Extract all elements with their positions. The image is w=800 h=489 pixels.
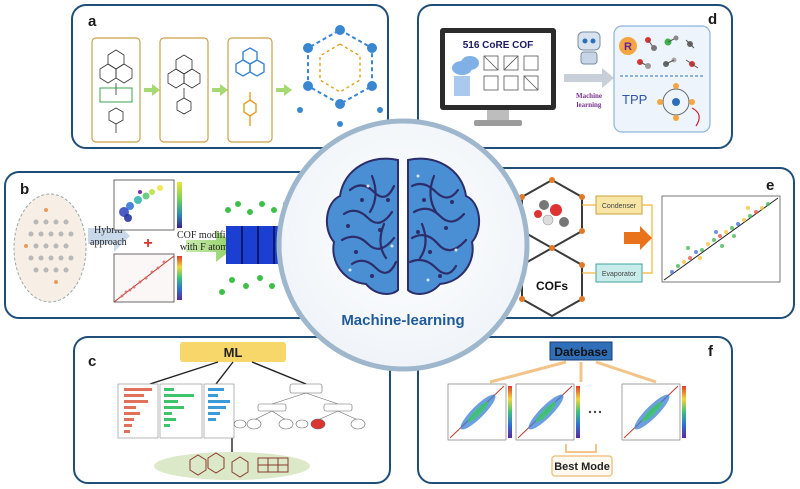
scatter-points-top [119, 185, 163, 222]
ml-arrow [564, 68, 614, 88]
monomer-box-3 [227, 37, 273, 143]
bars-2 [164, 388, 194, 427]
colorbar-top [177, 182, 182, 228]
cof-structures [189, 452, 289, 478]
cycle-lines [582, 204, 653, 274]
r-badge: R [624, 41, 632, 53]
colorbar-bottom [177, 256, 182, 300]
panel-b-label: b [20, 181, 29, 198]
scatter-plot-top [113, 179, 175, 231]
database-arrows [489, 360, 657, 384]
functional-group-icons [637, 35, 699, 69]
monitor-neck [487, 110, 509, 120]
parity-points [670, 202, 770, 274]
hybrid-line1: Hybrid [94, 225, 122, 236]
scatter-points-bottom [120, 260, 166, 298]
monitor-stand [474, 120, 522, 126]
r-badge-circle [619, 37, 637, 55]
panel-f-frame [417, 336, 733, 484]
orange-arrow [624, 226, 652, 250]
best-mode-label: Best Mode [554, 461, 610, 473]
molecule-structure-1 [99, 49, 133, 133]
panel-a-label: a [88, 13, 97, 30]
panel-c: c ML [88, 342, 366, 480]
ml-arrow-line1: Machine [576, 92, 602, 100]
ellipsis-dots [588, 410, 602, 414]
decision-tree [233, 383, 366, 430]
tpp-label: TPP [622, 92, 647, 107]
ml-arrow-line2: learning [577, 101, 602, 109]
molecule-structure-2 [167, 54, 201, 115]
cof-line1: COF modified [177, 230, 235, 241]
porphyrin-icon [657, 83, 700, 127]
bar-chart-3 [203, 383, 235, 439]
bars-1 [124, 388, 152, 433]
center-hub: Machine-learning [276, 118, 530, 372]
parity-line [663, 197, 779, 281]
panel-a-frame [71, 4, 389, 149]
cof-layer-pattern [28, 219, 74, 273]
cloud-icon [452, 56, 479, 96]
panel-e-label: e [766, 177, 774, 194]
cof-layer-ellipse [13, 193, 87, 303]
bar-chart-1 [117, 383, 159, 439]
arrow-a-1 [144, 84, 160, 96]
molecule-structure-3 [235, 47, 265, 77]
panel-b: b Hybrid approach + [13, 179, 301, 303]
result-plot-3 [621, 383, 686, 441]
robot-icon [577, 31, 601, 65]
functional-group-box [613, 25, 711, 133]
diagonal-line [113, 255, 175, 303]
arrow-a-3 [276, 84, 292, 96]
database-box [549, 341, 613, 361]
bars-3 [208, 388, 230, 421]
panel-f-label: f [708, 343, 714, 360]
center-title: Machine-learning [341, 312, 464, 329]
bar-chart-2 [159, 383, 203, 439]
hybrid-line2: approach [90, 237, 127, 248]
screen-title: 516 CoRE COF [463, 40, 534, 51]
result-plot-2 [515, 383, 580, 441]
cof-modified-arrow [186, 230, 236, 262]
panel-d-label: d [708, 11, 717, 28]
result-plot-1 [447, 383, 512, 441]
arrow-a-2 [212, 84, 228, 96]
ml-connector-lines [149, 361, 307, 454]
monomer-box-1 [91, 37, 141, 143]
cof-nodes [297, 25, 383, 127]
boronic-highlight [99, 87, 133, 103]
cofs-label: COFs [536, 279, 568, 293]
panel-c-label: c [88, 353, 96, 370]
center-circle [276, 118, 530, 372]
plus-sign: + [143, 235, 152, 252]
panel-f: f Datebase [447, 341, 714, 477]
brain-icon [325, 157, 481, 295]
ml-box [180, 342, 286, 362]
ml-box-label: ML [224, 345, 243, 360]
database-label: Datebase [554, 345, 608, 359]
panel-a: a [88, 13, 383, 143]
condenser-label: Condenser [602, 203, 637, 210]
best-mode-bracket [565, 444, 597, 453]
linker-structure [243, 92, 257, 126]
cof-line2: with F atoms [180, 242, 232, 253]
gas-molecules [534, 200, 569, 227]
cof-structure-grid [483, 55, 539, 91]
evaporator-label: Evaporator [602, 271, 637, 278]
monomer-box-2 [159, 37, 209, 143]
best-mode-box [551, 455, 613, 477]
panel-e: e COFs Condenser Evaporator [519, 177, 781, 318]
cof-layer-highlights [24, 208, 58, 284]
panel-d: d 516 CoRE COF Machine learning R [440, 11, 717, 133]
